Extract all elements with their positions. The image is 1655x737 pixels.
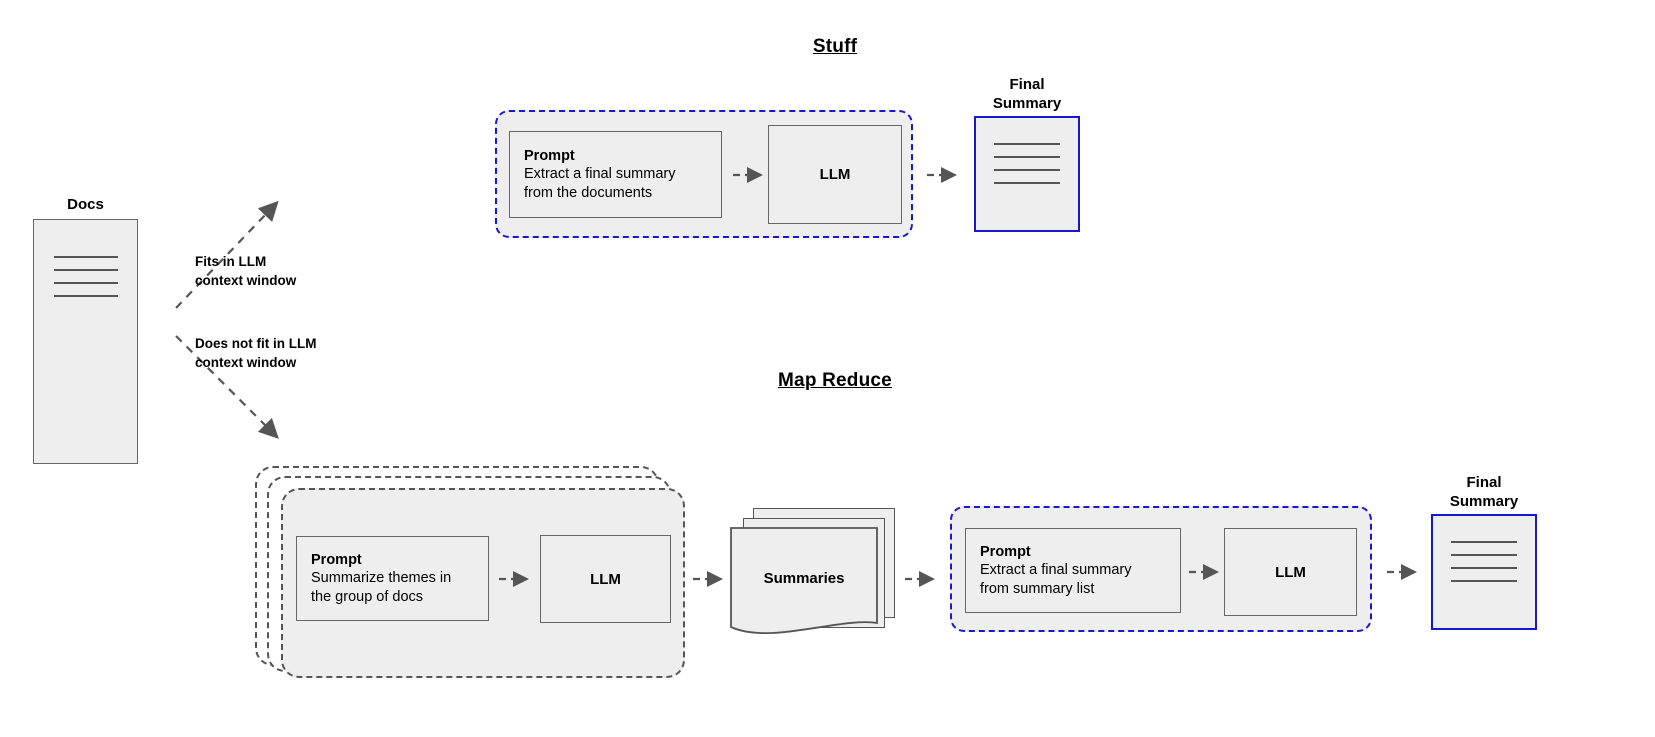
docs-ruled-lines (34, 256, 137, 308)
section-title-map-reduce: Map Reduce (778, 370, 892, 391)
branch-label-does-not-fit-text: Does not fit in LLM context window (195, 336, 317, 370)
stuff-final-summary-caption: Final Summary (968, 75, 1086, 113)
stuff-llm-box: LLM (768, 125, 902, 224)
docs-box (33, 219, 138, 464)
section-title-stuff: Stuff (812, 36, 858, 57)
stuff-prompt-box: Prompt Extract a final summary from the … (509, 131, 722, 218)
map-final-summary-lines (1433, 541, 1535, 593)
stuff-prompt-title: Prompt (524, 147, 575, 164)
branch-label-fits-text: Fits in LLM context window (195, 254, 297, 288)
reduce-prompt-body: Extract a final summary from summary lis… (980, 561, 1132, 597)
map-final-summary-caption-text: Final Summary (1449, 474, 1519, 510)
summaries-page-front (730, 527, 878, 634)
map-prompt-box: Prompt Summarize themes in the group of … (296, 536, 489, 621)
stuff-llm-label: LLM (819, 166, 851, 183)
stuff-final-summary-lines (976, 143, 1078, 195)
branch-label-does-not-fit: Does not fit in LLM context window (195, 334, 515, 372)
map-prompt-body: Summarize themes in the group of docs (311, 569, 452, 605)
stuff-final-summary-caption-text: Final Summary (992, 76, 1062, 112)
branch-label-fits: Fits in LLM context window (195, 252, 495, 290)
summaries-label: Summaries (763, 570, 845, 587)
arrow-stuff-llm-to-summary (927, 167, 957, 183)
reduce-prompt-title: Prompt (980, 543, 1031, 560)
stuff-prompt-body: Extract a final summary from the documen… (524, 165, 676, 201)
map-final-summary-box (1431, 514, 1537, 630)
arrow-map-to-summaries (693, 571, 723, 587)
docs-label: Docs (67, 196, 104, 213)
map-prompt-title: Prompt (311, 551, 362, 568)
reduce-llm-box: LLM (1224, 528, 1357, 616)
reduce-llm-label: LLM (1275, 563, 1306, 581)
arrow-reduce-to-final-summary (1387, 564, 1417, 580)
map-final-summary-caption: Final Summary (1425, 473, 1543, 511)
map-llm-label: LLM (590, 570, 621, 588)
reduce-prompt-box: Prompt Extract a final summary from summ… (965, 528, 1181, 613)
arrow-summaries-to-reduce (905, 571, 935, 587)
map-llm-box: LLM (540, 535, 671, 623)
stuff-final-summary-box (974, 116, 1080, 232)
